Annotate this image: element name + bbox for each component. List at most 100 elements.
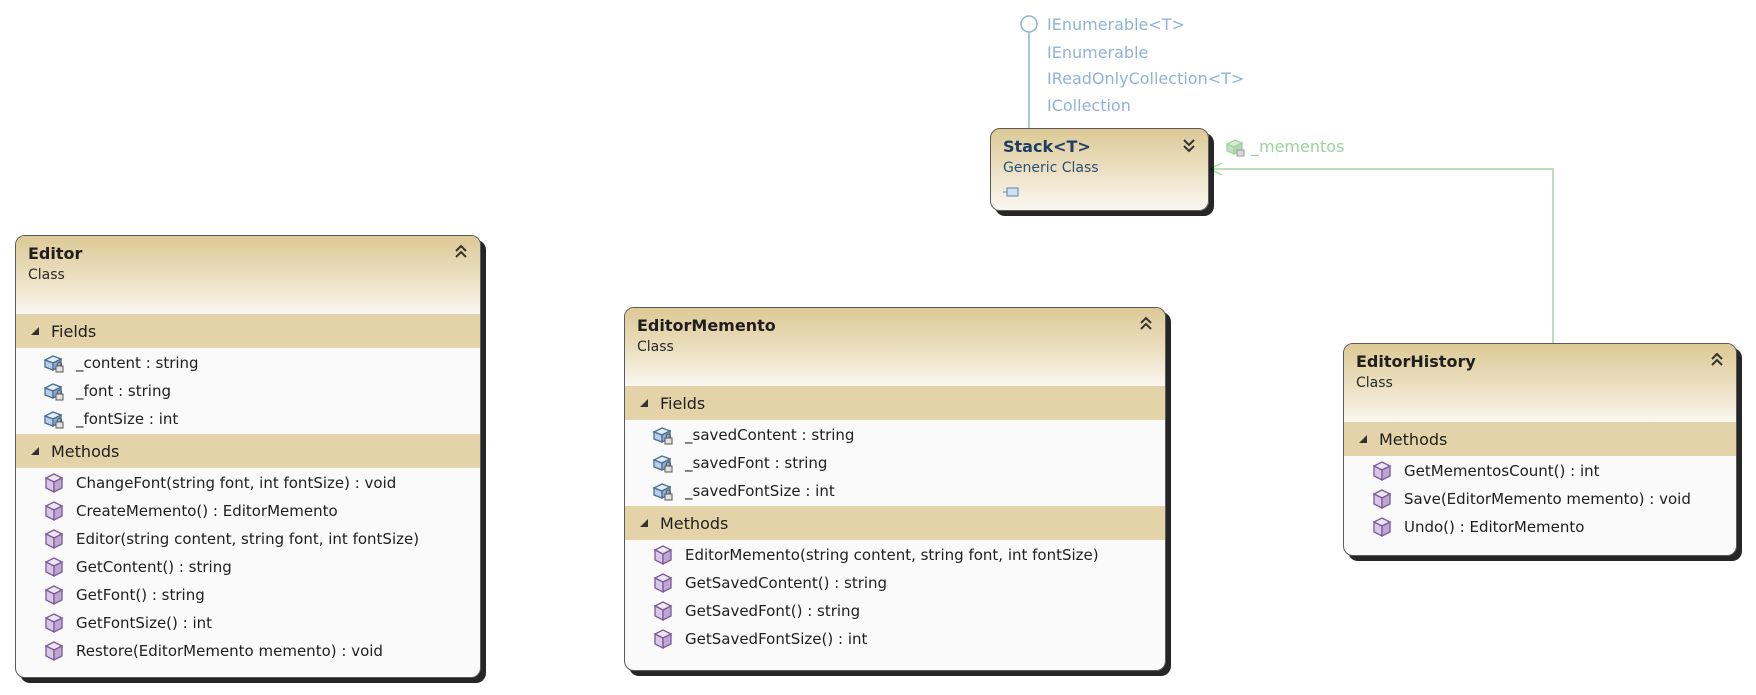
section-header-fields[interactable]: Fields	[16, 314, 480, 348]
method-text: GetSavedFont() : string	[685, 602, 861, 620]
triangle-expanded-icon	[640, 519, 648, 527]
field-text: _fontSize : int	[76, 410, 179, 428]
field-item[interactable]: _savedContent : string	[625, 421, 1165, 449]
method-cube-icon	[44, 641, 64, 662]
class-name: Editor	[28, 244, 83, 263]
section-label: Methods	[1379, 429, 1448, 449]
interface-label: ICollection	[1047, 96, 1131, 115]
class-box-stack[interactable]: Stack<T> Generic Class	[990, 128, 1209, 211]
class-kind: Generic Class	[1003, 160, 1099, 176]
field-item[interactable]: _fontSize : int	[16, 405, 480, 433]
field-text: _content : string	[76, 354, 199, 372]
class-box-editor[interactable]: Editor Class Fields _content : string _f…	[15, 235, 481, 678]
private-field-icon	[43, 411, 64, 429]
class-header: EditorHistory Class	[1344, 344, 1736, 422]
method-cube-icon	[44, 501, 64, 522]
field-item[interactable]: _font : string	[16, 377, 480, 405]
triangle-expanded-icon	[31, 447, 39, 455]
method-item[interactable]: Restore(EditorMemento memento) : void	[16, 637, 480, 665]
methods-list: GetMementosCount() : int Save(EditorMeme…	[1344, 456, 1736, 542]
method-item[interactable]: Undo() : EditorMemento	[1344, 513, 1736, 541]
method-cube-icon	[44, 585, 64, 606]
section-header-fields[interactable]: Fields	[625, 386, 1165, 420]
field-item[interactable]: _savedFont : string	[625, 449, 1165, 477]
private-field-icon	[652, 483, 673, 501]
method-cube-icon	[1372, 517, 1392, 538]
method-text: GetSavedContent() : string	[685, 574, 888, 592]
class-box-editor-history[interactable]: EditorHistory Class Methods GetMementosC…	[1343, 343, 1737, 556]
method-text: GetContent() : string	[76, 558, 232, 576]
double-chevron-up-icon[interactable]	[1708, 350, 1726, 368]
class-kind: Class	[1356, 375, 1393, 391]
field-text: _font : string	[76, 382, 171, 400]
method-text: GetSavedFontSize() : int	[685, 630, 868, 648]
double-chevron-up-icon[interactable]	[1137, 314, 1155, 332]
method-cube-icon	[653, 545, 673, 566]
association-line	[1208, 162, 1554, 346]
field-text: _savedFont : string	[685, 454, 828, 472]
method-cube-icon	[44, 613, 64, 634]
section-header-methods[interactable]: Methods	[16, 434, 480, 468]
class-header: Editor Class	[16, 236, 480, 314]
section-header-methods[interactable]: Methods	[1344, 422, 1736, 456]
section-label: Fields	[660, 393, 706, 413]
field-text: _savedFontSize : int	[685, 482, 835, 500]
method-item[interactable]: GetFontSize() : int	[16, 609, 480, 637]
interface-label: IEnumerable<T>	[1047, 15, 1185, 34]
method-text: Restore(EditorMemento memento) : void	[76, 642, 383, 660]
class-name: EditorMemento	[637, 316, 776, 335]
interface-label: IEnumerable	[1047, 43, 1149, 62]
method-cube-icon	[1372, 489, 1392, 510]
lollipop-interface-icon	[1020, 15, 1038, 128]
method-item[interactable]: GetSavedContent() : string	[625, 569, 1165, 597]
method-item[interactable]: Editor(string content, string font, int …	[16, 525, 480, 553]
method-cube-icon	[653, 601, 673, 622]
private-field-icon	[43, 355, 64, 373]
methods-list: EditorMemento(string content, string fon…	[625, 540, 1165, 654]
field-item[interactable]: _content : string	[16, 349, 480, 377]
method-text: GetFontSize() : int	[76, 614, 213, 632]
method-text: GetFont() : string	[76, 586, 205, 604]
private-field-icon	[652, 455, 673, 473]
method-text: GetMementosCount() : int	[1404, 462, 1600, 480]
section-header-methods[interactable]: Methods	[625, 506, 1165, 540]
method-cube-icon	[44, 473, 64, 494]
method-item[interactable]: GetFont() : string	[16, 581, 480, 609]
association-field-icon	[1224, 136, 1246, 158]
method-text: ChangeFont(string font, int fontSize) : …	[76, 474, 397, 492]
class-kind: Class	[28, 267, 65, 283]
field-item[interactable]: _savedFontSize : int	[625, 477, 1165, 505]
section-label: Methods	[660, 513, 729, 533]
private-field-icon	[43, 383, 64, 401]
method-text: EditorMemento(string content, string fon…	[685, 546, 1099, 564]
method-item[interactable]: Save(EditorMemento memento) : void	[1344, 485, 1736, 513]
methods-list: ChangeFont(string font, int fontSize) : …	[16, 468, 480, 666]
section-label: Methods	[51, 441, 120, 461]
triangle-expanded-icon	[640, 399, 648, 407]
method-item[interactable]: EditorMemento(string content, string fon…	[625, 541, 1165, 569]
association-label: _mementos	[1251, 137, 1345, 156]
double-chevron-up-icon[interactable]	[452, 242, 470, 260]
method-item[interactable]: CreateMemento() : EditorMemento	[16, 497, 480, 525]
method-item[interactable]: GetMementosCount() : int	[1344, 457, 1736, 485]
triangle-expanded-icon	[31, 327, 39, 335]
method-item[interactable]: GetContent() : string	[16, 553, 480, 581]
class-name: EditorHistory	[1356, 352, 1476, 371]
interface-label: IReadOnlyCollection<T>	[1047, 69, 1245, 88]
method-cube-icon	[1372, 461, 1392, 482]
method-item[interactable]: ChangeFont(string font, int fontSize) : …	[16, 469, 480, 497]
method-text: Editor(string content, string font, int …	[76, 530, 420, 548]
class-name: Stack<T>	[1003, 137, 1091, 156]
method-cube-icon	[44, 529, 64, 550]
fields-list: _savedContent : string _savedFont : stri…	[625, 420, 1165, 506]
class-box-editor-memento[interactable]: EditorMemento Class Fields _savedContent…	[624, 307, 1166, 671]
double-chevron-down-icon[interactable]	[1180, 137, 1198, 155]
method-item[interactable]: GetSavedFontSize() : int	[625, 625, 1165, 653]
class-kind: Class	[637, 339, 674, 355]
triangle-expanded-icon	[1359, 435, 1367, 443]
section-label: Fields	[51, 321, 97, 341]
method-item[interactable]: GetSavedFont() : string	[625, 597, 1165, 625]
fields-list: _content : string _font : string _fontSi…	[16, 348, 480, 434]
method-cube-icon	[44, 557, 64, 578]
class-header: EditorMemento Class	[625, 308, 1165, 386]
